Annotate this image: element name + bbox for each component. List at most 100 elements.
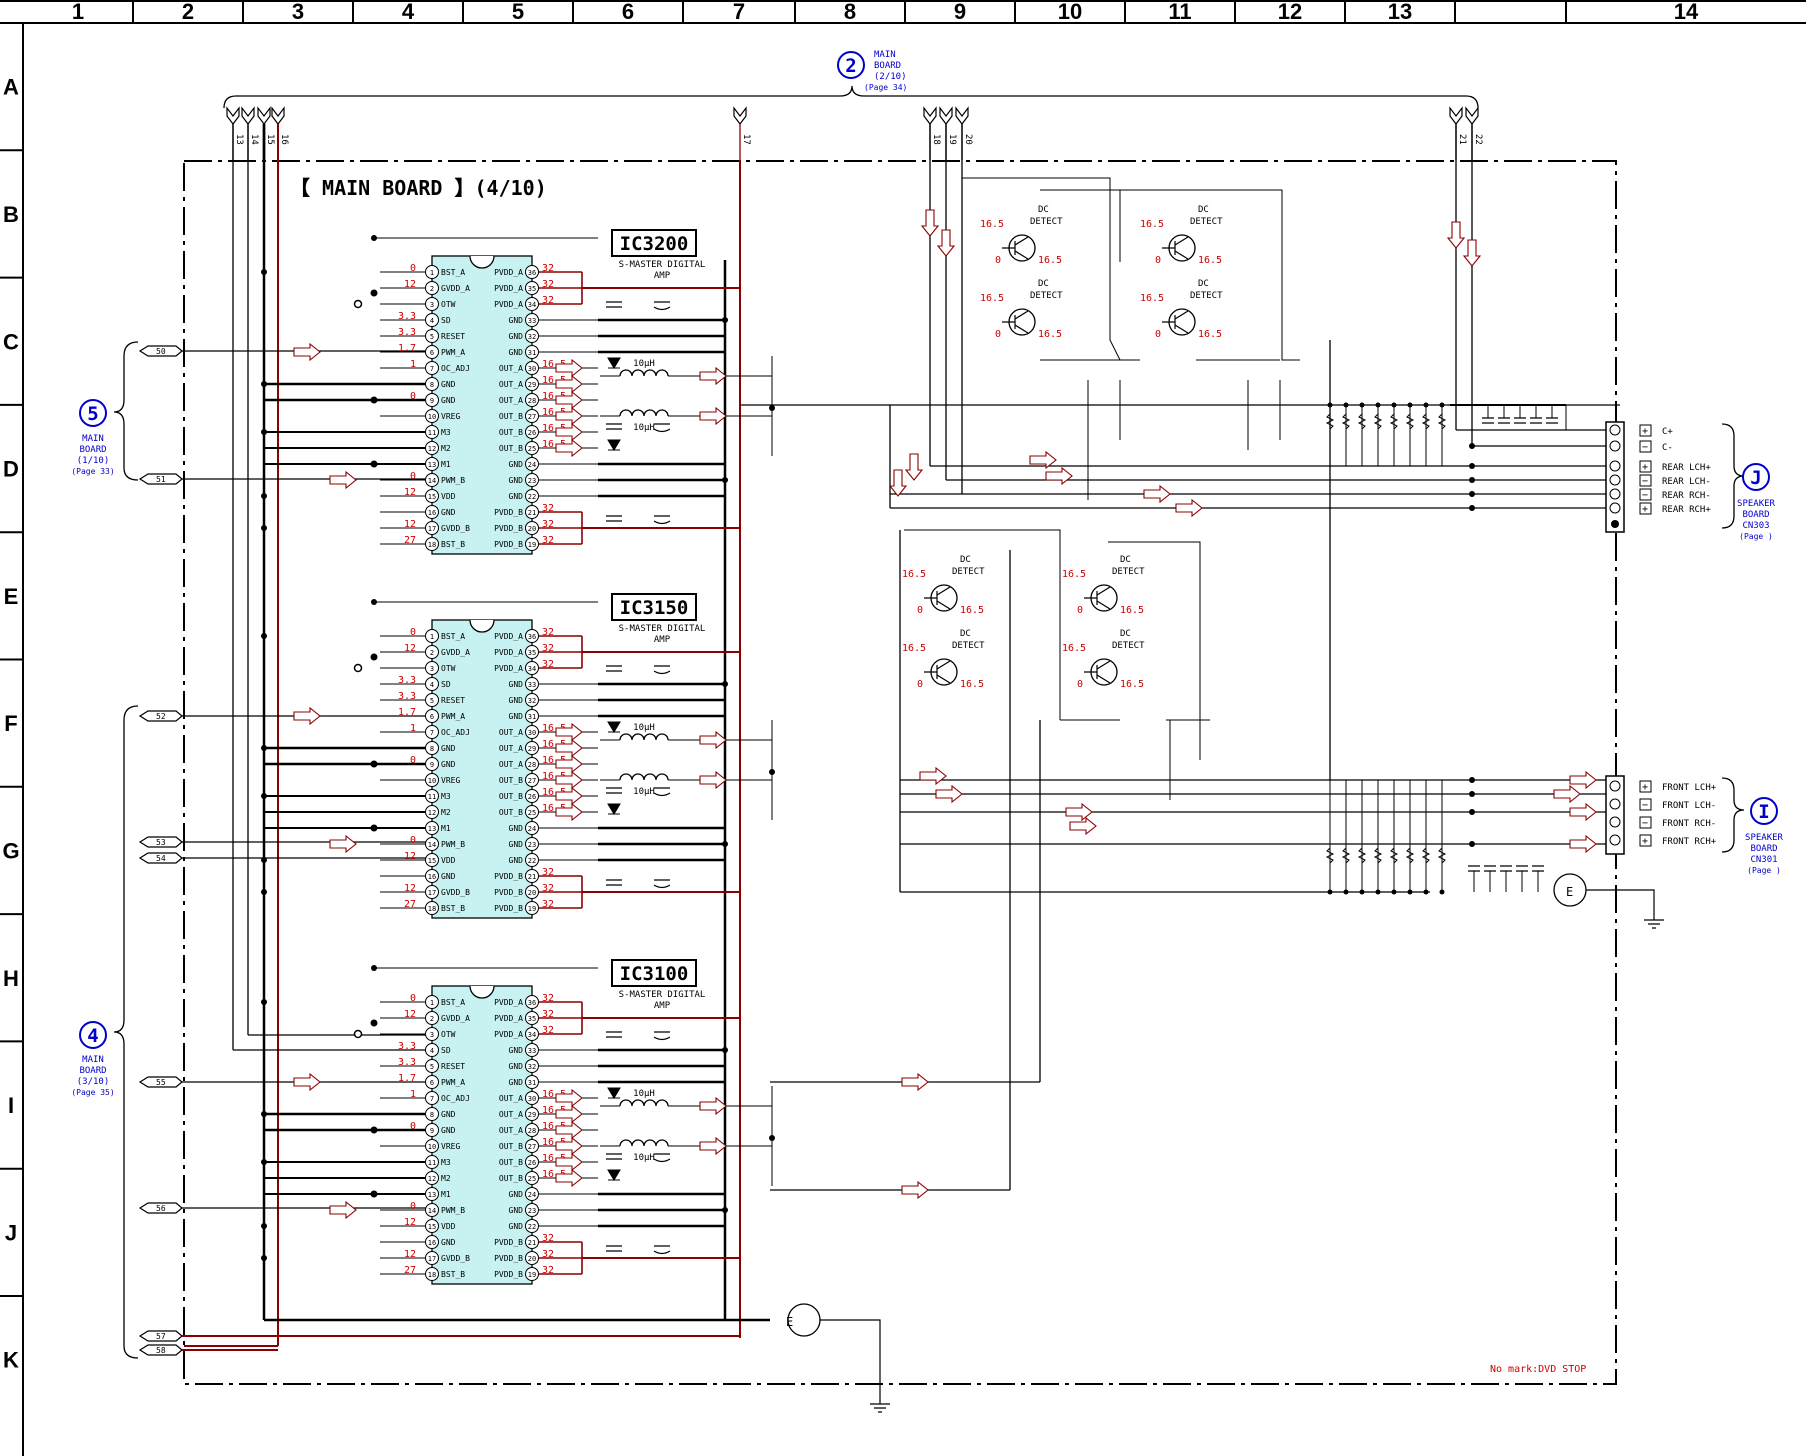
junction-dot	[1423, 889, 1429, 895]
ic-pin-number: 36	[528, 269, 536, 277]
top-connector-17[interactable]: 17	[733, 106, 751, 160]
top-connector-14[interactable]: 14	[241, 106, 259, 160]
left-connector-53[interactable]: 53	[138, 836, 430, 848]
ic-pin-name: M3	[441, 1158, 451, 1167]
ic-pin	[425, 361, 439, 375]
transistor-leads	[1162, 236, 1189, 260]
top-connector-15[interactable]: 15	[257, 106, 275, 160]
ic-pin	[525, 837, 539, 851]
ic-pin	[525, 661, 539, 675]
ic-pin	[525, 329, 539, 343]
resistor	[1405, 413, 1415, 430]
left-connector-54[interactable]: 54	[138, 852, 430, 864]
top-connector-16[interactable]: 16	[271, 106, 289, 160]
ic-pin-name: OUT_B	[499, 792, 523, 801]
grid-col-label: 3	[292, 0, 304, 24]
ic-pin-number: 7	[430, 1095, 434, 1103]
signal-arrow	[1143, 484, 1171, 504]
ref-circle	[837, 51, 865, 79]
pin-voltage: 0	[410, 835, 416, 846]
ic-pin	[525, 281, 539, 295]
ic-pin-number: 19	[528, 541, 536, 549]
ref-main-board-4[interactable]: 4 MAIN BOARD (3/10) (Page 35)	[71, 1021, 115, 1097]
ic-pin	[425, 677, 439, 691]
ref-speaker-board-i[interactable]: I SPEAKER BOARD CN301 (Page )	[1745, 797, 1784, 875]
ic-pin-name: OUT_A	[499, 744, 523, 753]
ic-pin-number: 29	[528, 1111, 536, 1119]
left-connector-57[interactable]: 57	[138, 1330, 740, 1342]
pin-voltage: 16.5	[542, 1169, 566, 1180]
ic-pin-name: GND	[509, 1062, 524, 1071]
ic-name-box	[611, 593, 697, 621]
dc-label: DC	[960, 629, 971, 639]
left-connector-56[interactable]: 56	[138, 1202, 430, 1214]
ic-pin-number: 18	[428, 1271, 436, 1279]
pin-voltage: 12	[404, 883, 416, 894]
connector-number: 16	[279, 134, 289, 145]
ic-pin-name: SD	[441, 680, 451, 689]
top-connector-20[interactable]: 20	[955, 106, 973, 160]
connector-number: 57	[156, 1332, 166, 1341]
top-connector-22[interactable]: 22	[1465, 106, 1483, 160]
junction-dot	[261, 493, 267, 499]
left-connector-51[interactable]: 51	[138, 473, 430, 485]
ic-pin-number: 35	[528, 649, 536, 657]
ic-pin-number: 25	[528, 809, 536, 817]
ic-pin-name: VREG	[441, 412, 460, 421]
pin-voltage: 1.7	[398, 1073, 416, 1084]
pin-voltage: 0	[410, 993, 416, 1004]
top-connector-19[interactable]: 19	[939, 106, 957, 160]
ref-circle	[79, 399, 107, 427]
minus-terminal	[1639, 440, 1652, 453]
ref-speaker-board-j[interactable]: J SPEAKER BOARD CN303 (Page )	[1737, 463, 1776, 541]
grid-col-label: 12	[1278, 0, 1302, 24]
pin-voltage: 32	[542, 899, 554, 910]
junction-dot	[261, 429, 267, 435]
ic-pin	[525, 377, 539, 391]
grid-col-label: 10	[1058, 0, 1082, 24]
left-connector-58[interactable]: 58	[138, 1344, 278, 1356]
capacitor	[1500, 865, 1512, 872]
ref-main-board-5[interactable]: 5 MAIN BOARD (1/10) (Page 33)	[71, 399, 115, 476]
ic-pin	[425, 853, 439, 867]
ref-main-board-2[interactable]: 2 MAIN BOARD (2/10) (Page 34)	[837, 50, 907, 92]
capacitor	[653, 879, 671, 889]
connector-pin	[1609, 440, 1621, 452]
ic-pin-name: OTW	[441, 1030, 456, 1039]
ic-pin-name: GND	[509, 348, 524, 357]
inductor	[619, 369, 669, 377]
junction-dot	[722, 1207, 728, 1213]
diode	[607, 439, 621, 451]
signal-arrow	[555, 1088, 583, 1108]
top-connector-18[interactable]: 18	[923, 106, 941, 160]
signal-arrow	[293, 706, 321, 726]
ic-pin	[525, 885, 539, 899]
signal-arrow	[555, 390, 583, 410]
ic-pin	[525, 1123, 539, 1137]
capacitor	[1530, 417, 1542, 424]
ic-pin-name: GND	[509, 680, 524, 689]
ic-pin-name: GND	[509, 492, 524, 501]
signal-arrow	[555, 1152, 583, 1172]
resistor	[1389, 413, 1399, 430]
ic-pin	[525, 995, 539, 1009]
pin-voltage: 0	[410, 627, 416, 638]
connector-number: 58	[156, 1346, 166, 1355]
ic-pin	[525, 773, 539, 787]
ic-pin-number: 11	[428, 1159, 436, 1167]
resistor	[1325, 847, 1335, 864]
ic-pin-number: 32	[528, 697, 536, 705]
top-connector-21[interactable]: 21	[1449, 106, 1467, 160]
pin-voltage: 16.5	[542, 1121, 566, 1132]
signal-arrow	[555, 1168, 583, 1188]
ic-pin	[425, 297, 439, 311]
connector-cn301	[1605, 775, 1625, 855]
junction-dot	[370, 289, 378, 297]
signal-arrow	[1553, 784, 1581, 804]
dc-voltage: 16.5	[980, 219, 1004, 230]
top-connector-13[interactable]: 13	[226, 106, 244, 160]
capacitor	[1514, 417, 1526, 424]
ic-pin	[425, 821, 439, 835]
